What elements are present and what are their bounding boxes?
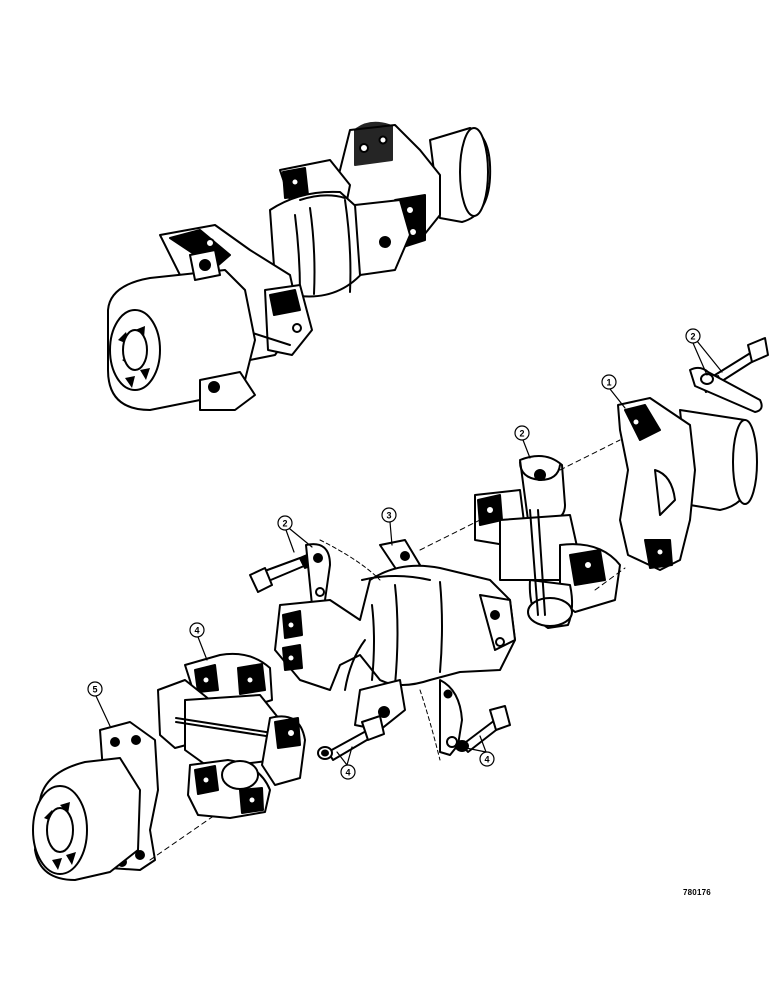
callout-2-top: 2 [690, 332, 695, 342]
alignment-lines [149, 439, 626, 861]
bolt-and-lock-strap-icon-left [249, 543, 331, 609]
callout-4-upper: 4 [194, 626, 199, 636]
callout-2-left: 2 [282, 519, 287, 529]
universal-joint-cross-icon [474, 455, 621, 629]
end-yoke-with-tube-icon [617, 397, 758, 571]
callout-5: 5 [92, 685, 97, 695]
bolt-and-lock-strap-icon-lower-right [439, 679, 511, 756]
callout-4-lower-left: 4 [345, 768, 350, 778]
bolt-icon-lower-left [317, 715, 385, 761]
figure-number: 780176 [683, 888, 711, 897]
rear-universal-joint-cross-icon [157, 652, 306, 819]
callout-4-lower-right: 4 [484, 755, 489, 765]
callouts: 1 2 2 2 3 4 4 4 5 [87, 328, 723, 780]
end-yoke-with-splined-tube-icon [32, 721, 159, 881]
assembled-drive-shaft-icon [107, 121, 492, 411]
callout-3: 3 [386, 511, 391, 521]
bolt-and-lock-strap-icon-top [689, 337, 769, 413]
callout-2-mid: 2 [519, 429, 524, 439]
center-yoke-tube-icon [274, 539, 516, 731]
callout-1: 1 [606, 378, 611, 388]
